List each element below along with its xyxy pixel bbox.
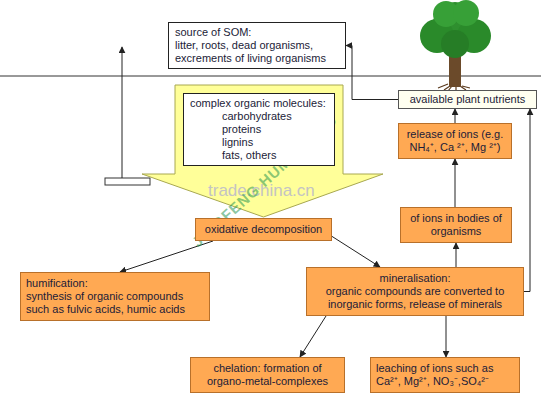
process-box: of ions in bodies of organisms [400,207,512,243]
connector-arrow [300,316,326,357]
process-box: humification:synthesis of organic compou… [20,272,210,321]
box-text: release of ions (e.g. NH₄⁺, Ca ²⁺, Mg ²⁺… [404,128,506,154]
box-heading: mineralisation: [312,272,518,285]
box-text: organic compounds are converted to inorg… [312,285,518,311]
connector-arrow [455,109,456,123]
box-text: synthesis of organic compounds such as f… [26,290,204,316]
box-text: chelation: formation of organo-metal-com… [196,362,339,388]
box-text: leaching of ions such as Ca²⁺, Mg²⁺, NO₃… [376,362,514,388]
process-box: mineralisation:organic compounds are con… [306,267,524,316]
box-text: available plant nutrients [403,93,532,106]
connector-arrow [446,316,447,357]
source-box: source of SOM:litter, roots, dead organi… [168,22,346,69]
box-text: fats, others [190,149,328,162]
box-heading: humification: [26,277,204,290]
box-heading: source of SOM: [175,26,339,39]
box-text: carbohydrates [190,110,328,123]
tree [420,0,491,91]
box-text: proteins [190,123,328,136]
connector-arrow [332,236,380,267]
leader-line [105,47,150,185]
nutrient-box: available plant nutrients [398,90,537,109]
molecule-box: complex organic molecules:carbohydratesp… [183,93,335,166]
box-text: of ions in bodies of organisms [406,212,506,238]
box-heading: complex organic molecules: [190,97,328,110]
connector-arrow [456,243,457,267]
process-box: leaching of ions such as Ca²⁺, Mg²⁺, NO₃… [370,357,520,393]
connector-arrow [524,109,530,292]
box-text: oxidative decomposition [201,223,326,236]
block-arrow [142,85,383,217]
process-box: release of ions (e.g. NH₄⁺, Ca ²⁺, Mg ²⁺… [398,123,512,159]
process-box: chelation: formation of organo-metal-com… [190,357,345,393]
box-text: lignins [190,136,328,149]
connector-arrow [346,46,398,100]
box-text: litter, roots, dead organisms, excrement… [175,39,339,65]
connector-arrow [455,159,456,207]
process-box: oxidative decomposition [195,218,332,241]
